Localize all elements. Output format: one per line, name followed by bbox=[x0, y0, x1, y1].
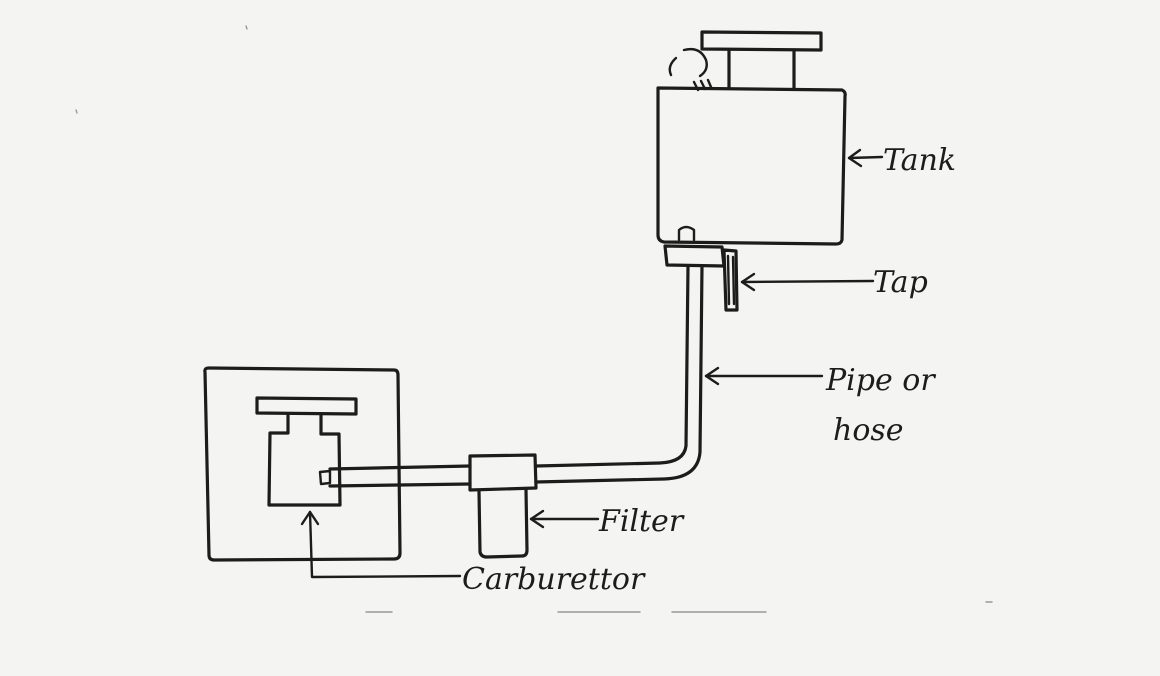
tank-pointer-arrow bbox=[847, 148, 884, 168]
filter-label: Filter bbox=[598, 504, 685, 539]
pipe-label-line2: hose bbox=[833, 413, 904, 448]
fuel-pipe bbox=[328, 264, 704, 488]
filter bbox=[468, 453, 538, 559]
tank-label: Tank bbox=[883, 143, 956, 178]
carburettor-float-chamber bbox=[267, 412, 342, 507]
filter-pointer-arrow bbox=[529, 509, 600, 529]
carburettor-label: Carburettor bbox=[462, 562, 646, 597]
pipe-label-line1: Pipe or bbox=[825, 363, 936, 398]
carburettor-pointer-arrow bbox=[300, 510, 462, 579]
cap-hinge bbox=[668, 47, 713, 92]
carburettor-housing bbox=[203, 366, 402, 562]
pipe-pointer-arrow bbox=[704, 366, 824, 386]
tap-label: Tap bbox=[873, 265, 928, 300]
tap bbox=[722, 248, 739, 312]
tank-body bbox=[656, 86, 847, 246]
tank-outlet-fitting bbox=[663, 225, 726, 268]
carburettor-top-plate bbox=[255, 396, 358, 416]
scan-marks bbox=[75, 25, 993, 613]
tank-cap bbox=[700, 30, 823, 90]
tap-pointer-arrow bbox=[740, 272, 875, 292]
